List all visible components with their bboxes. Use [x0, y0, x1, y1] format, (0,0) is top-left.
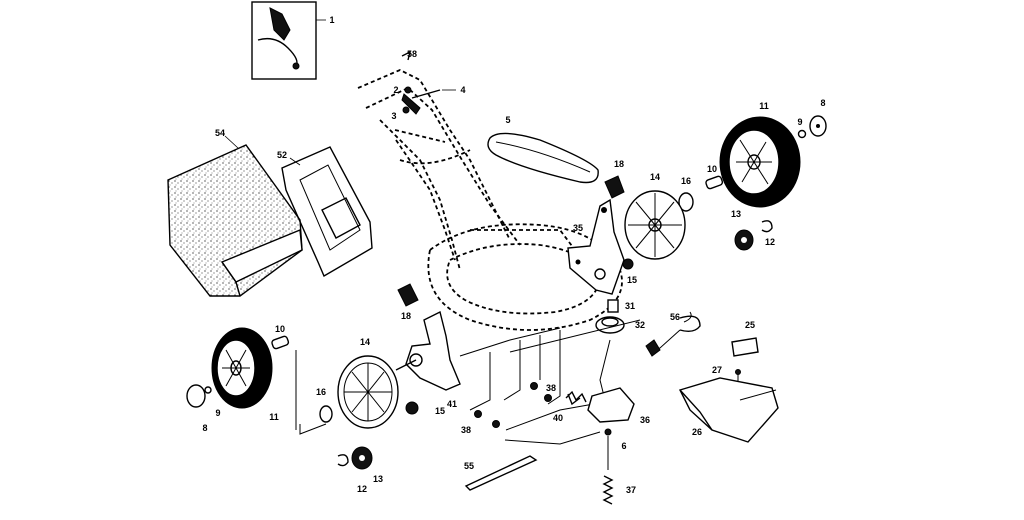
- callout-11-right: 11: [759, 101, 769, 111]
- part-38-nuts: [474, 382, 552, 428]
- part-31-bolt: [607, 299, 619, 313]
- part-15-nut-left: [405, 401, 419, 415]
- part-58-knob: [401, 50, 412, 61]
- part-54-grass-bag: [167, 135, 303, 297]
- part-41-bracket-left: [395, 310, 461, 391]
- callout-3: 3: [391, 111, 396, 121]
- callout-38-upper: 38: [546, 383, 556, 393]
- part-27-screw: [735, 369, 741, 382]
- part-18-pad-left: [397, 283, 419, 307]
- part-14-wheel-rim-right: [624, 190, 686, 260]
- callout-37: 37: [626, 485, 636, 495]
- part-13-gear-right: [734, 229, 754, 251]
- part-8-hubcap-left: [186, 384, 206, 408]
- part-11-wheel-right: [719, 116, 801, 208]
- callout-25: 25: [745, 320, 755, 330]
- callout-9-right: 9: [797, 117, 802, 127]
- part-13-gear-left: [351, 446, 373, 470]
- part-16-washer-left: [319, 405, 333, 423]
- callout-13-left: 13: [373, 474, 383, 484]
- part-25-decal: [731, 337, 759, 357]
- callout-10-left: 10: [275, 324, 285, 334]
- part-55-axle-rod: [464, 455, 538, 491]
- part-5-belt: [487, 132, 599, 184]
- part-14-wheel-rim-left: [337, 355, 399, 429]
- callout-38-lower: 38: [461, 425, 471, 435]
- callout-6: 6: [621, 441, 626, 451]
- part-10-spacer-right: [705, 175, 724, 190]
- callout-11-left: 11: [269, 412, 279, 422]
- part-10-spacer-left: [271, 335, 290, 350]
- callout-1: 1: [329, 15, 334, 25]
- callout-2: 2: [393, 85, 398, 95]
- callout-35: 35: [573, 223, 583, 233]
- callout-18-right: 18: [614, 159, 624, 169]
- part-11-wheel-left: [211, 327, 273, 409]
- callout-15-left: 15: [435, 406, 445, 416]
- part-15-nut-right: [622, 258, 634, 270]
- callout-18-left: 18: [401, 311, 411, 321]
- part-40-spring: [565, 390, 587, 403]
- handle-assembly: [357, 69, 521, 271]
- callout-32: 32: [635, 320, 645, 330]
- part-36-transmission: [587, 387, 635, 436]
- callout-13-right: 13: [731, 209, 741, 219]
- callout-14-left: 14: [360, 337, 370, 347]
- part-9-screw-left: [204, 386, 212, 394]
- part-16-washer-right: [678, 192, 694, 212]
- callout-16-right: 16: [681, 176, 691, 186]
- callout-12-right: 12: [765, 237, 775, 247]
- part-8-hubcap-right: [809, 115, 827, 137]
- callout-14-right: 14: [650, 172, 660, 182]
- callout-56: 56: [670, 312, 680, 322]
- callout-58: 58: [407, 49, 417, 59]
- callout-40: 40: [553, 413, 563, 423]
- callout-31: 31: [625, 301, 635, 311]
- part-12-clip-left: [337, 454, 349, 467]
- callout-4: 4: [460, 85, 465, 95]
- callout-41: 41: [447, 399, 457, 409]
- part-26-side-chute: [679, 377, 779, 443]
- callout-52: 52: [277, 150, 287, 160]
- drive-linkage: [299, 315, 701, 445]
- callout-8-left: 8: [202, 423, 207, 433]
- callout-36: 36: [640, 415, 650, 425]
- part-12-clip-right: [761, 220, 773, 233]
- parts-2-3-4-handle-hardware: [402, 86, 456, 114]
- part-56-cable: [683, 311, 692, 323]
- callout-12-left: 12: [357, 484, 367, 494]
- callout-54: 54: [215, 128, 225, 138]
- callout-labels: 1 58 2 4 3 5 54 52 11 8 9 18 14 10 16 13…: [202, 15, 825, 495]
- part-18-pad-right: [604, 175, 625, 199]
- callout-10-right: 10: [707, 164, 717, 174]
- part-9-screw-right: [797, 129, 807, 139]
- part-35-bracket-right: [567, 198, 625, 295]
- mower-deck: [427, 223, 623, 331]
- part-52-bag-frame: [281, 146, 373, 278]
- callout-9-left: 9: [215, 408, 220, 418]
- part-37-spring: [602, 475, 614, 505]
- callout-15-right: 15: [627, 275, 637, 285]
- part-1-hardware-box: [251, 1, 326, 80]
- callout-16-left: 16: [316, 387, 326, 397]
- callout-26: 26: [692, 427, 702, 437]
- callout-55: 55: [464, 461, 474, 471]
- callout-5: 5: [505, 115, 510, 125]
- callout-27: 27: [712, 365, 722, 375]
- callout-8-right: 8: [820, 98, 825, 108]
